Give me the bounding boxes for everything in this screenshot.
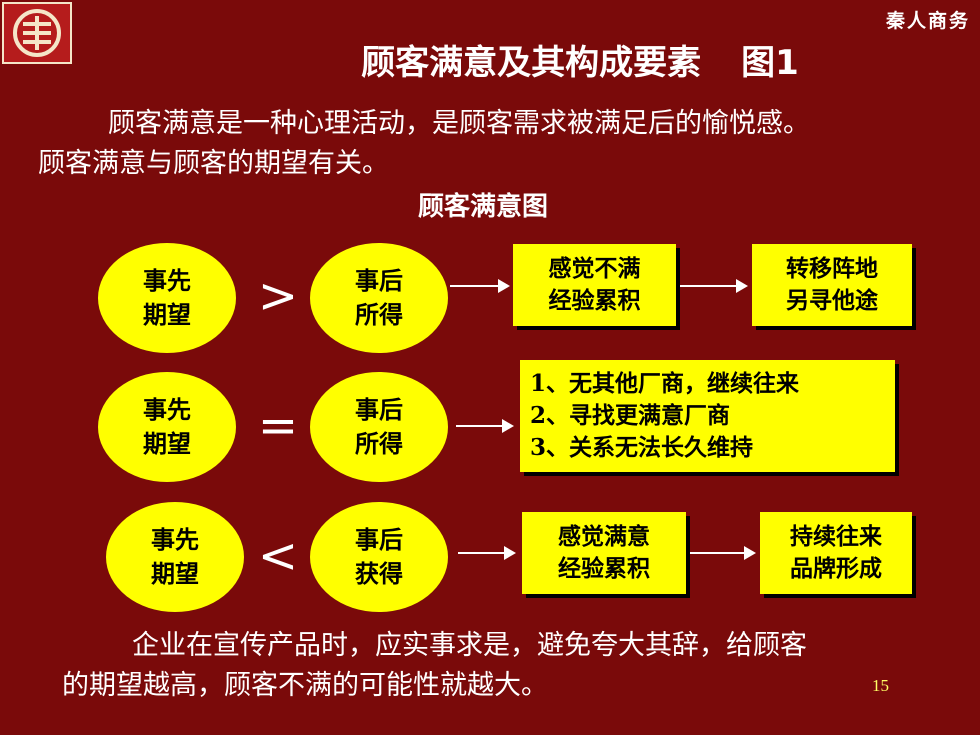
intro-paragraph: 顾客满意是一种心理活动，是顾客需求被满足后的愉悦感。 顾客满意与顾客的期望有关。 (38, 104, 968, 184)
box-label: 感觉不满 (548, 255, 641, 282)
ellipse-label: 期望 (151, 559, 199, 588)
diagram-title: 顾客满意图 (417, 192, 548, 222)
arrow-row2 (456, 419, 514, 433)
page-number: 15 (872, 676, 889, 695)
operator-equals: = (257, 398, 299, 454)
ellipse-label: 事后 (355, 266, 403, 295)
operator-less-than: < (257, 528, 299, 584)
ellipse-label: 事后 (355, 395, 403, 424)
consequence-box-row3: 持续往来 品牌形成 (760, 512, 912, 594)
result-box-row1: 感觉不满 经验累积 (513, 244, 676, 326)
list-item: 3、关系无法长久维持 (530, 434, 754, 461)
ellipse-label: 事先 (143, 266, 191, 295)
arrow-row3-b (690, 546, 756, 560)
box-label: 品牌形成 (790, 555, 882, 582)
outcome-ellipse-row1: 事后 所得 (310, 243, 448, 353)
conclusion-line-2: 的期望越高，顾客不满的可能性就越大。 (62, 670, 548, 701)
arrow-row3-a (458, 546, 516, 560)
ellipse-label: 事后 (355, 525, 403, 554)
outcome-list-box-row2: 1、无其他厂商，继续往来 2、寻找更满意厂商 3、关系无法长久维持 (520, 360, 895, 472)
ellipse-label: 所得 (355, 429, 403, 458)
box-label: 经验累积 (558, 555, 650, 582)
expectation-ellipse-row2: 事先 期望 (98, 372, 236, 482)
intro-line-2: 顾客满意与顾客的期望有关。 (38, 148, 389, 179)
logo (2, 2, 72, 64)
intro-line-1: 顾客满意是一种心理活动，是顾客需求被满足后的愉悦感。 (108, 108, 810, 139)
outcome-ellipse-row3: 事后 获得 (310, 502, 448, 612)
ellipse-label: 所得 (355, 300, 403, 329)
box-label: 感觉满意 (558, 523, 650, 550)
outcome-ellipse-row2: 事后 所得 (310, 372, 448, 482)
list-item: 2、寻找更满意厂商 (530, 402, 731, 429)
arrow-row1-b (680, 279, 748, 293)
slide-title: 顾客满意及其构成要素图1 (0, 35, 980, 84)
logo-emblem-icon (13, 9, 61, 57)
result-box-row3: 感觉满意 经验累积 (522, 512, 686, 594)
consequence-box-row1: 转移阵地 另寻他途 (752, 244, 912, 326)
conclusion-paragraph: 企业在宣传产品时，应实事求是，避免夸大其辞，给顾客 的期望越高，顾客不满的可能性… (62, 626, 962, 706)
expectation-ellipse-row1: 事先 期望 (98, 243, 236, 353)
brand-name: 秦人商务 (885, 10, 970, 32)
ellipse-label: 期望 (143, 300, 191, 329)
box-label: 另寻他途 (786, 287, 878, 314)
title-text: 顾客满意及其构成要素 (361, 43, 702, 83)
box-label: 经验累积 (548, 287, 641, 314)
figure-label: 图1 (741, 43, 799, 83)
operator-greater-than: > (257, 268, 299, 324)
conclusion-line-1: 企业在宣传产品时，应实事求是，避免夸大其辞，给顾客 (132, 630, 807, 661)
list-item: 1、无其他厂商，继续往来 (530, 370, 800, 397)
ellipse-label: 事先 (143, 395, 191, 424)
box-label: 转移阵地 (786, 255, 878, 282)
ellipse-label: 获得 (355, 559, 403, 588)
ellipse-label: 事先 (151, 525, 199, 554)
box-label: 持续往来 (790, 523, 882, 550)
expectation-ellipse-row3: 事先 期望 (106, 502, 244, 612)
arrow-row1-a (450, 279, 510, 293)
ellipse-label: 期望 (143, 429, 191, 458)
